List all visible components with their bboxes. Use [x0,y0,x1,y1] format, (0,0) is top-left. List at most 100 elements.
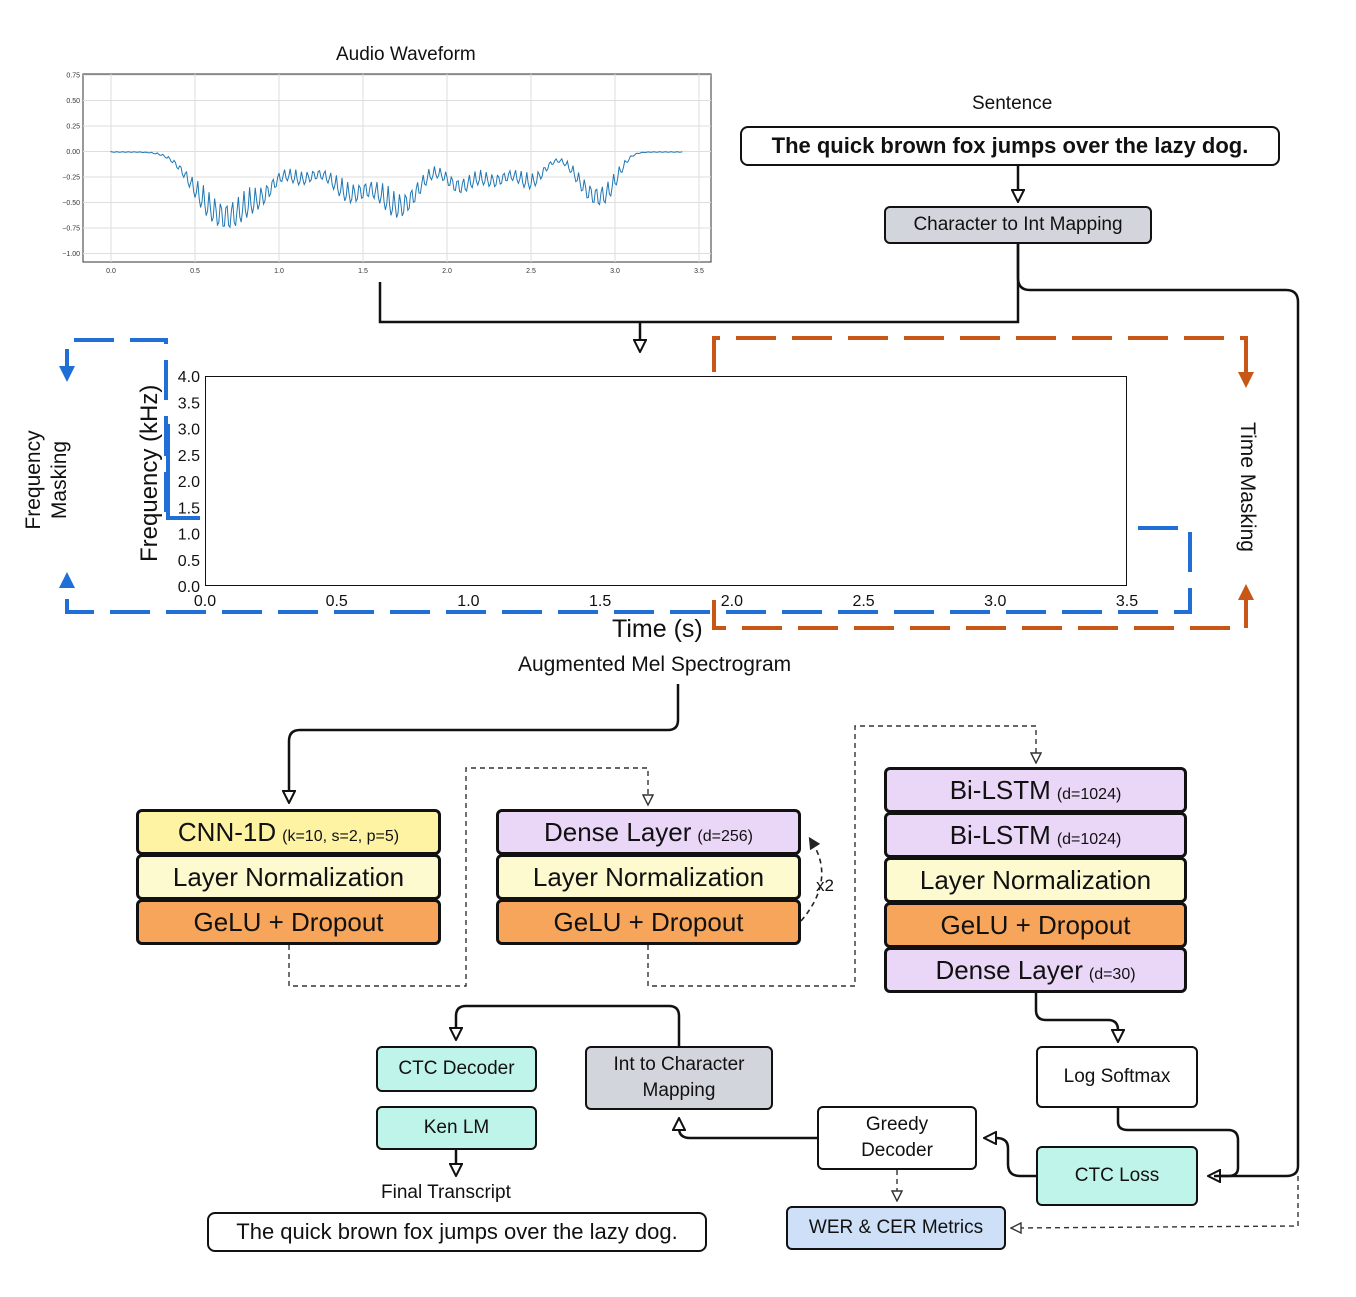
char-to-int-label: Character to Int Mapping [913,214,1123,235]
waveform-xtick: 0.5 [190,268,200,275]
cnn1d-label: CNN-1D [177,816,277,847]
frequency-masking-line1: Frequency [22,430,45,530]
block2-layernorm-label: Layer Normalization [532,861,765,892]
waveform-ytick: −1.00 [62,251,80,258]
bilstm2-box: Bi-LSTM (d=1024) [884,812,1187,858]
block2-layernorm-box: Layer Normalization [496,854,801,900]
bilstm2-label: Bi-LSTM [949,819,1051,850]
spectrogram-xtick: 2.0 [721,593,743,610]
int2char-to-ctcdecoder [456,1004,681,1046]
metrics-box: WER & CER Metrics [786,1206,1006,1250]
spectrogram-ytick: 0.5 [178,553,200,570]
waveform-xtick: 3.0 [610,268,620,275]
waveform-title: Audio Waveform [336,44,476,65]
bilstm1-params: (d=1024) [1056,786,1122,803]
greedy-decoder-box: Greedy Decoder [817,1106,977,1170]
spectrogram-ytick: 4.0 [178,369,200,386]
spectrogram-caption: Augmented Mel Spectrogram [518,653,792,676]
ken-lm-label: Ken LM [423,1117,490,1138]
block3-layernorm-label: Layer Normalization [919,864,1152,895]
block3-gelu-label: GeLU + Dropout [940,909,1131,940]
block1-layernorm-box: Layer Normalization [136,854,441,900]
spectrogram-xtick: 2.5 [852,593,874,610]
waveform-xtick: 2.0 [442,268,452,275]
greedy-to-int2char [679,1124,817,1140]
spectrogram-xtick: 3.5 [1116,593,1138,610]
waveform-ytick: −0.50 [62,200,80,207]
block3-gelu-box: GeLU + Dropout [884,902,1187,948]
ctc-to-greedy [990,1138,1036,1178]
greedy-decoder-line1: Greedy [865,1114,929,1135]
bilstm1-label: Bi-LSTM [949,774,1051,805]
dense256-params: (d=256) [697,828,753,845]
ctc-loss-box: CTC Loss [1036,1146,1198,1206]
spectrogram-xtick: 0.0 [194,593,216,610]
final-transcript-label: Final Transcript [381,1182,511,1203]
bilstm2-params: (d=1024) [1056,831,1122,848]
ctc-decoder-box: CTC Decoder [376,1046,537,1092]
waveform-xtick: 2.5 [526,268,536,275]
spectrogram-ytick: 2.0 [178,474,200,491]
metrics-label: WER & CER Metrics [808,1217,984,1238]
waveform-xtick: 3.5 [694,268,704,275]
waveform-ytick: −0.75 [62,226,80,233]
block1-gelu-label: GeLU + Dropout [193,906,384,937]
block2-gelu-box: GeLU + Dropout [496,899,801,945]
waveform-ytick: 0.75 [66,73,80,80]
cnn1d-params: (k=10, s=2, p=5) [282,828,400,845]
waveform-plot: 0.750.500.250.00−0.25−0.50−0.75−1.00 0.0… [62,73,712,275]
bilstm1-box: Bi-LSTM (d=1024) [884,767,1187,813]
spectrogram-ytick: 1.0 [178,527,200,544]
spectrogram-xtick: 3.0 [984,593,1006,610]
ken-lm-box: Ken LM [376,1106,537,1150]
dense30-params: (d=30) [1088,966,1136,983]
spectrogram-ytick: 1.5 [178,500,200,517]
waveform-xtick: 1.5 [358,268,368,275]
spectrogram-xtick: 0.5 [326,593,348,610]
frequency-masking-line2: Masking [48,440,71,520]
spectrogram-ytick: 3.5 [178,395,200,412]
char-to-int-box: Character to Int Mapping [884,206,1152,244]
block1-layernorm-label: Layer Normalization [172,861,405,892]
ctc-loss-label: CTC Loss [1074,1165,1160,1186]
int-to-char-box: Int to Character Mapping [585,1046,773,1110]
final-transcript-box: The quick brown fox jumps over the lazy … [207,1212,707,1252]
final-transcript-text: The quick brown fox jumps over the lazy … [236,1219,678,1244]
sentence-text: The quick brown fox jumps over the lazy … [771,133,1249,158]
log-softmax-box: Log Softmax [1036,1046,1198,1108]
block2-gelu-label: GeLU + Dropout [553,906,744,937]
dense30-label: Dense Layer [935,954,1083,985]
greedy-decoder-line2: Decoder [861,1140,933,1161]
ctc-decoder-label: CTC Decoder [398,1058,515,1079]
block1-gelu-box: GeLU + Dropout [136,899,441,945]
frequency-masking-label: Frequency Masking [21,415,121,545]
spectrogram-xlabel: Time (s) [612,615,703,643]
waveform-xtick: 0.0 [106,268,116,275]
time-masking-label: Time Masking [1236,422,1259,552]
sentence-box: The quick brown fox jumps over the lazy … [740,126,1280,166]
cnn1d-box: CNN-1D (k=10, s=2, p=5) [136,809,441,855]
spectrogram-xtick: 1.0 [457,593,479,610]
waveform-signal [110,151,683,229]
sentence-label: Sentence [972,93,1053,114]
dense256-label: Dense Layer [543,816,692,847]
spec-to-cnn-line [289,684,680,797]
spectrogram-xtick: 1.5 [589,593,611,610]
waveform-to-spec-line [378,282,1020,324]
waveform-frame [82,73,712,263]
waveform-ytick: 0.25 [66,124,80,131]
spectrogram-ylabel: Frequency (kHz) [136,384,163,562]
spectrogram-ytick: 2.5 [178,448,200,465]
spectrogram-ytick: 3.0 [178,422,200,439]
waveform-ytick: −0.25 [62,175,80,182]
repeat-label: x2 [816,876,834,895]
dense256-box: Dense Layer (d=256) [496,809,801,855]
int-to-char-line1: Int to Character [613,1054,745,1075]
dense30-box: Dense Layer (d=30) [884,947,1187,993]
dense30-to-softmax [1034,993,1118,1036]
waveform-ytick: 0.00 [66,149,80,156]
block3-layernorm-box: Layer Normalization [884,857,1187,903]
int-to-char-line2: Mapping [642,1080,716,1101]
log-softmax-label: Log Softmax [1063,1066,1171,1087]
